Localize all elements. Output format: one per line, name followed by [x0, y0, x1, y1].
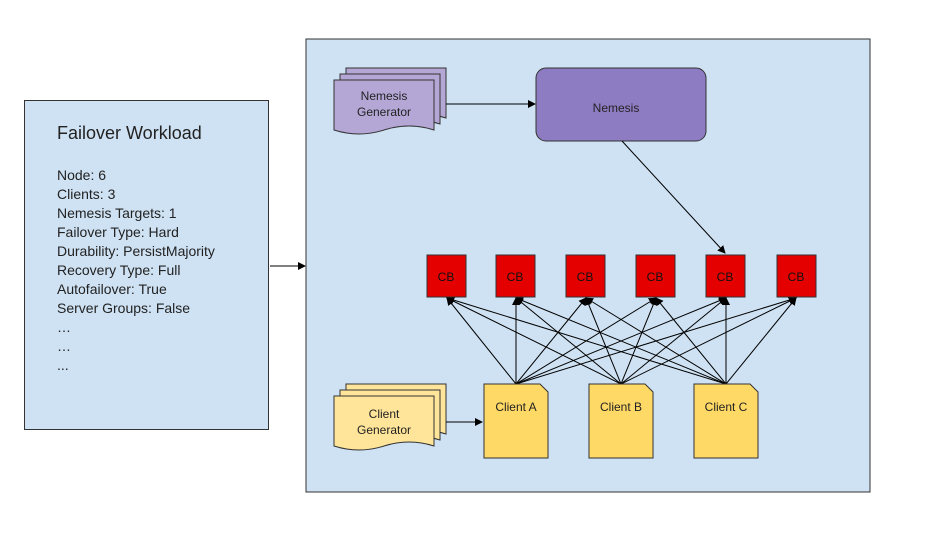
edge-client-b-cb-2: [515, 297, 622, 385]
config-line-clients: Clients: 3: [57, 186, 116, 202]
client-generator-label-1: Client: [369, 407, 400, 421]
cb-node-3: CB: [565, 254, 606, 298]
cb-node-5-label: CB: [717, 270, 734, 284]
client-b-label: Client B: [600, 400, 642, 414]
edge-client-c-cb-6: [725, 297, 797, 385]
client-cb-connections: [446, 296, 797, 385]
config-line-ellipsis-1: …: [57, 319, 71, 335]
cb-node-3-label: CB: [577, 270, 594, 284]
client-c-label: Client C: [705, 400, 748, 414]
workload-title: Failover Workload: [57, 123, 202, 143]
cb-node-1: CB: [426, 254, 467, 298]
client-a: Client A: [483, 383, 549, 459]
nemesis-node: Nemesis: [535, 67, 707, 142]
config-line-ellipsis-2: …: [57, 338, 71, 354]
edge-client-a-cb-1: [446, 297, 517, 385]
cb-node-6: CB: [776, 254, 817, 298]
client-c: Client C: [693, 383, 759, 459]
edge-client-b-cb-1: [446, 297, 622, 385]
edge-client-b-cb-4: [620, 297, 658, 385]
nemesis-generator: Nemesis Generator: [333, 67, 447, 135]
cb-node-2-label: CB: [507, 270, 524, 284]
edge-client-c-cb-1: [446, 296, 727, 385]
edge-client-c-cb-3: [585, 297, 727, 385]
cb-node-4-label: CB: [647, 270, 664, 284]
config-line-autofailover: Autofailover: True: [57, 281, 167, 297]
client-generator: Client Generator: [333, 383, 447, 451]
workload-panel: Failover Workload Node: 6 Clients: 3 Nem…: [24, 100, 269, 430]
config-line-ellipsis-3: ...: [57, 357, 69, 373]
client-b: Client B: [588, 383, 654, 459]
cb-node-5: CB: [705, 254, 746, 298]
cb-node-6-label: CB: [788, 270, 805, 284]
edge-client-b-cb-3: [584, 297, 622, 385]
edge-client-b-cb-6: [620, 297, 797, 385]
client-a-label: Client A: [495, 400, 536, 414]
cb-node-1-label: CB: [438, 270, 455, 284]
nemesis-generator-label-2: Generator: [357, 105, 411, 119]
nemesis-label: Nemesis: [593, 101, 640, 115]
cb-node-4: CB: [635, 254, 676, 298]
edge-client-c-cb-4: [655, 297, 727, 385]
config-line-nemesis-targets: Nemesis Targets: 1: [57, 205, 177, 221]
config-line-node: Node: 6: [57, 167, 107, 183]
nemesis-to-cb-arrow: [621, 140, 726, 254]
config-line-server-groups: Server Groups: False: [57, 300, 191, 316]
config-line-durability: Durability: PersistMajority: [57, 243, 215, 259]
edge-client-a-cb-3: [515, 297, 587, 385]
edge-client-b-cb-5: [620, 297, 727, 385]
config-line-recovery-type: Recovery Type: Full: [57, 262, 181, 278]
workload-config-list: Node: 6 Clients: 3 Nemesis Targets: 1 Fa…: [57, 166, 215, 375]
cb-node-2: CB: [495, 254, 536, 298]
nemesis-generator-label-1: Nemesis: [361, 89, 408, 103]
config-line-failover-type: Failover Type: Hard: [57, 224, 179, 240]
client-generator-label-2: Generator: [357, 423, 411, 437]
edge-client-c-cb-2: [515, 296, 727, 385]
